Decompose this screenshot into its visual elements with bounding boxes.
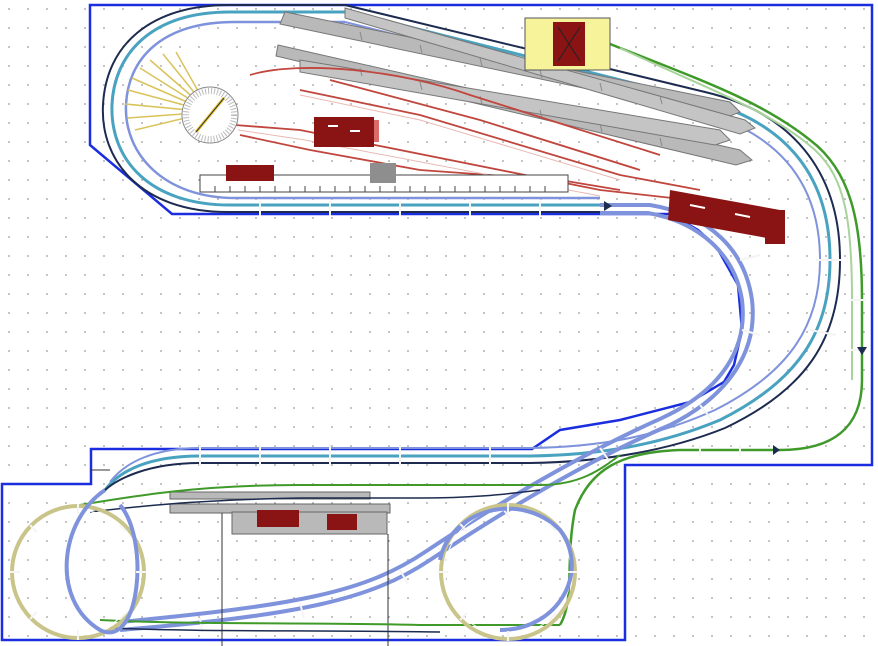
engine-shed <box>314 117 374 147</box>
lower-through-tracks <box>79 454 621 633</box>
lower-station-building-1 <box>257 510 299 527</box>
track-end-markers <box>604 201 867 455</box>
right-depot <box>668 190 785 244</box>
turntable <box>124 51 239 144</box>
upper-main-loop <box>99 4 842 496</box>
lower-station <box>90 469 391 646</box>
outer-green-line <box>558 38 866 626</box>
lower-station-building-2 <box>327 514 357 530</box>
goods-shed <box>226 165 274 181</box>
small-gray-building <box>370 163 396 183</box>
ramp-curve <box>119 203 761 633</box>
helix-left <box>10 488 146 640</box>
upper-station-yard <box>199 7 785 244</box>
helix-right <box>438 503 578 641</box>
station-building <box>524 17 611 71</box>
